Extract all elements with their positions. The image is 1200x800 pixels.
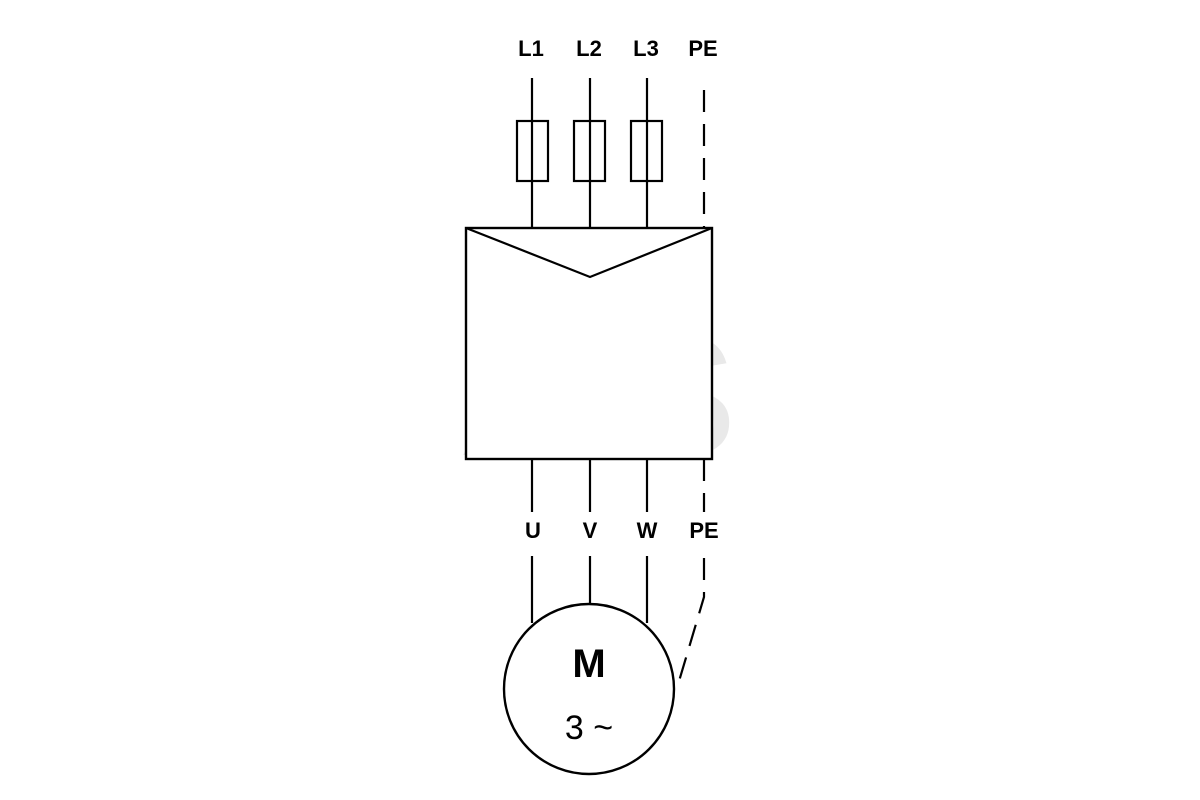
output-label-v: V [583,518,598,543]
input-label-l1: L1 [518,36,544,61]
output-label-pe: PE [689,518,718,543]
input-label-l3: L3 [633,36,659,61]
converter-box [464,226,714,461]
input-label-l2: L2 [576,36,602,61]
output-label-u: U [525,518,541,543]
motor-circle [502,602,676,776]
input-label-pe: PE [688,36,717,61]
wire-pe-output-lower [675,558,706,689]
converter-chevron [465,226,713,279]
motor-label: M [572,642,605,686]
motor-subtitle: 3 ~ [565,709,613,747]
output-label-w: W [637,518,658,543]
